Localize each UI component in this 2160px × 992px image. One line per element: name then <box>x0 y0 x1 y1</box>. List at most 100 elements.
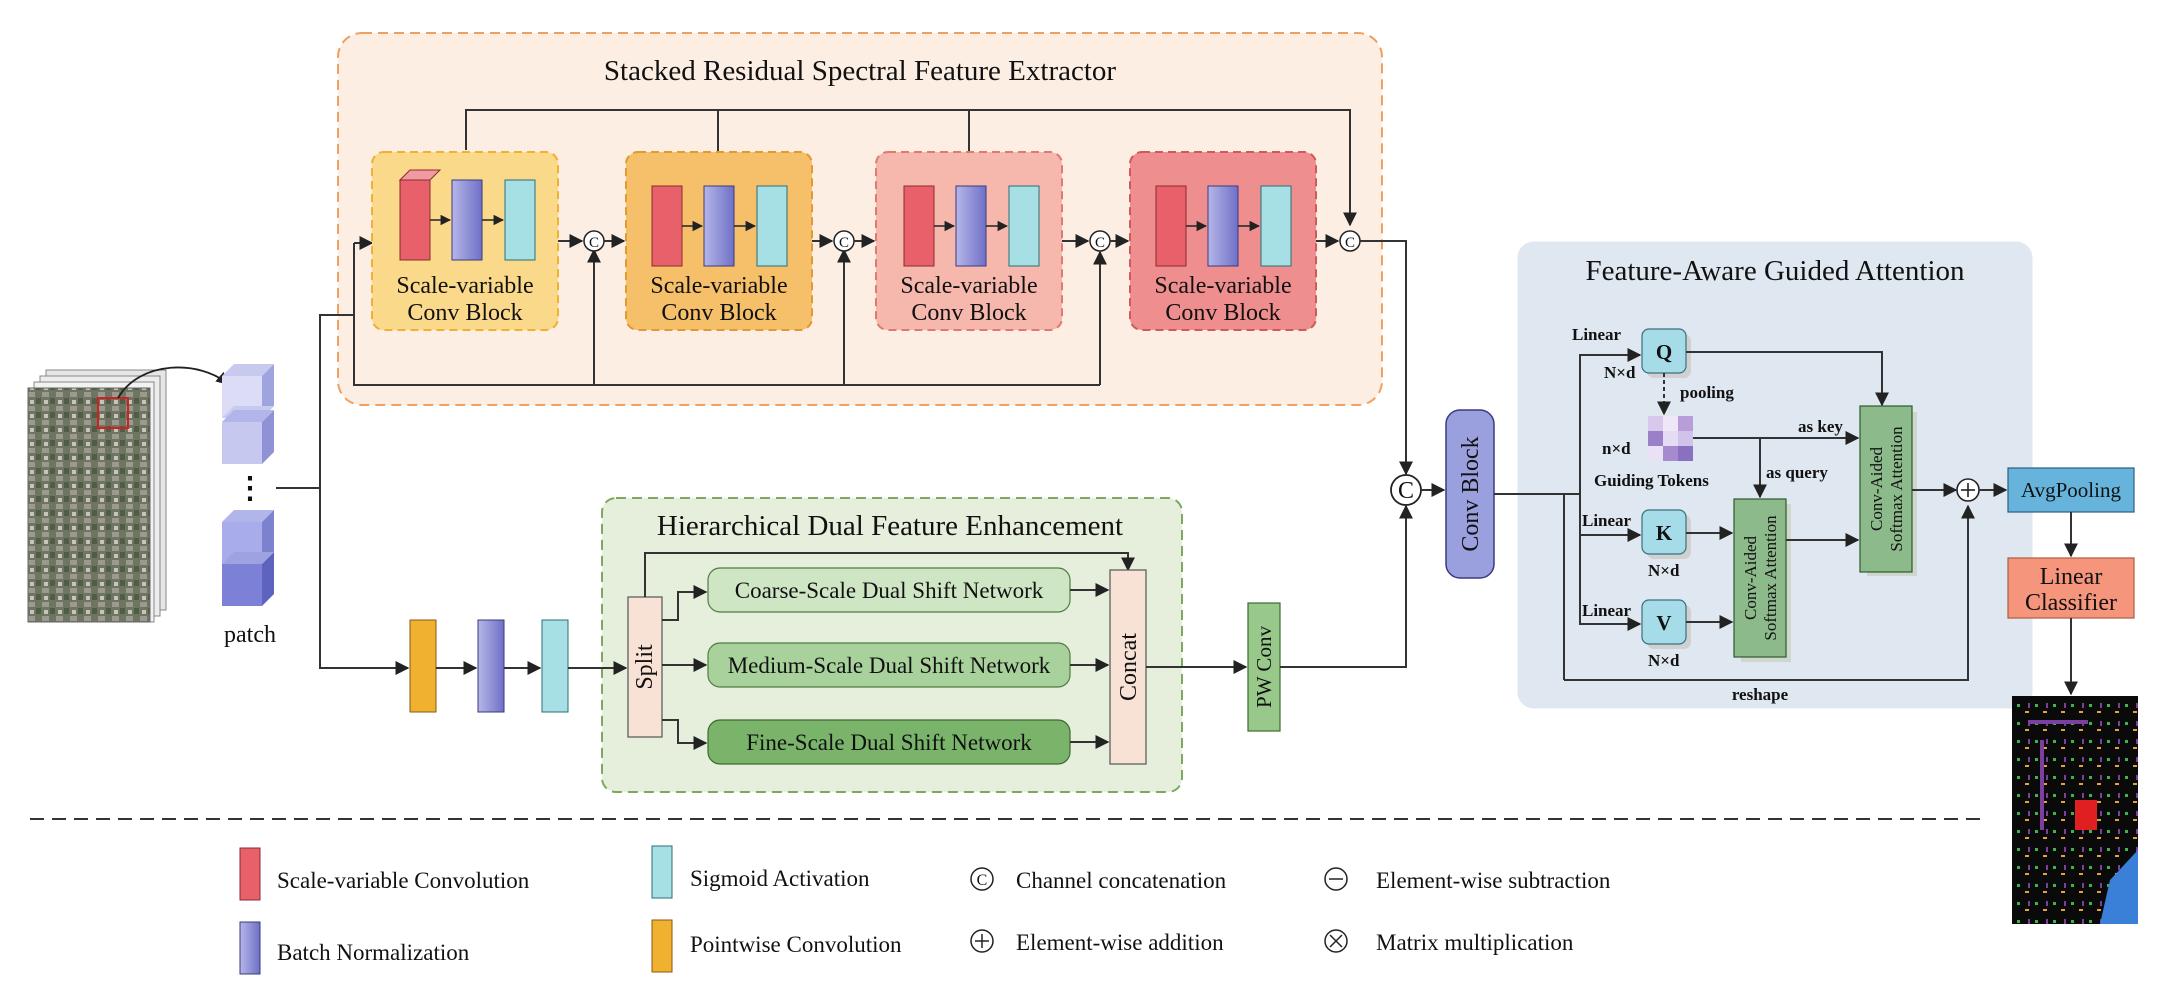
concat-symbol-2: C <box>833 230 855 252</box>
fine-scale-network: Fine-Scale Dual Shift Network <box>707 719 1071 765</box>
patch-extract-arrow <box>117 366 229 399</box>
scale-conv-layer <box>903 185 935 267</box>
guiding-dim-label: n×d <box>1602 439 1631 458</box>
legend-channel-concat: C Channel concatenation <box>970 867 1227 893</box>
patch-selector <box>97 397 129 429</box>
legend-matmul: Matrix multiplication <box>1324 929 1574 955</box>
coarse-scale-network: Coarse-Scale Dual Shift Network <box>707 567 1071 613</box>
q-token-box: Q <box>1641 328 1691 378</box>
fagua-title: Feature-Aware Guided Attention <box>1585 255 1965 287</box>
as-query-label: as query <box>1766 463 1828 482</box>
linear-classifier-block: Linear Classifier <box>2007 557 2135 619</box>
block1-label-line2: Conv Block <box>407 300 522 326</box>
srsfe-panel: Stacked Residual Spectral Feature Extrac… <box>337 32 1383 406</box>
srsfe-title: Stacked Residual Spectral Feature Extrac… <box>604 55 1116 87</box>
sigmoid-layer <box>1260 185 1292 267</box>
element-add-symbol <box>1956 478 1980 502</box>
svg-text:Sigmoid Activation: Sigmoid Activation <box>690 866 870 891</box>
concat-block: Concat <box>1109 569 1147 765</box>
block2-label-line1: Scale-variable <box>650 273 787 299</box>
svg-text:Coarse-Scale Dual Shift Networ: Coarse-Scale Dual Shift Network <box>735 578 1044 603</box>
input-image-stack <box>27 369 167 623</box>
conv-aided-attention-2: Conv-Aided Softmax Attention <box>1859 405 1917 576</box>
svg-text:Element-wise subtraction: Element-wise subtraction <box>1376 868 1611 893</box>
svg-text:Channel concatenation: Channel concatenation <box>1016 868 1227 893</box>
linear-label-q: Linear <box>1572 325 1622 344</box>
block3-label-line1: Scale-variable <box>900 273 1037 299</box>
svg-text:Conv Block: Conv Block <box>1458 436 1484 551</box>
scale-conv-layer <box>651 185 683 267</box>
hdfe-output-line <box>1280 504 1413 668</box>
hyperspectral-image <box>27 387 151 623</box>
patch-label: patch <box>224 622 276 648</box>
svg-text:C: C <box>977 872 988 889</box>
batch-norm-layer <box>1207 185 1239 267</box>
pointwise-conv-layer <box>409 619 437 713</box>
block2-label-line2: Conv Block <box>661 300 776 326</box>
avgpooling-block: AvgPooling <box>2007 467 2135 513</box>
sigmoid-layer <box>541 619 569 713</box>
concat-symbol-3: C <box>1089 230 1111 252</box>
batch-norm-layer <box>955 185 987 267</box>
pw-conv-block: PW Conv <box>1247 602 1281 732</box>
sigmoid-layer <box>1008 185 1040 267</box>
guiding-tokens-grid <box>1648 416 1693 461</box>
scale-conv-block-1: Scale-variable Conv Block <box>371 151 559 331</box>
residual-reshape-line <box>1564 504 1975 681</box>
guiding-tokens-label: Guiding Tokens <box>1594 471 1709 490</box>
sigmoid-layer <box>504 179 536 261</box>
v-token-box: V <box>1641 599 1691 649</box>
k-dim-label: N×d <box>1648 561 1680 580</box>
svg-text:C: C <box>1398 478 1414 504</box>
svg-text:Linear: Linear <box>2040 564 2103 590</box>
scale-conv-layer <box>399 179 431 261</box>
conv-aided-attention-1: Conv-Aided Softmax Attention <box>1733 498 1791 662</box>
block1-layers <box>398 169 536 261</box>
block3-label-line2: Conv Block <box>911 300 1026 326</box>
svg-text:C: C <box>1345 235 1355 251</box>
top-skip-bus <box>465 109 1357 227</box>
legend-pointwise: Pointwise Convolution <box>651 919 902 973</box>
reshape-label: reshape <box>1732 685 1789 704</box>
svg-text:C: C <box>839 235 849 251</box>
svg-text:V: V <box>1656 611 1671 635</box>
svg-text:C: C <box>1095 235 1105 251</box>
split-skip-line <box>644 552 1135 597</box>
batch-norm-layer <box>477 619 505 713</box>
legend: Scale-variable Convolution Batch Normali… <box>239 845 1611 975</box>
conv-block: Conv Block <box>1445 409 1495 579</box>
svg-text:Conv-Aided: Conv-Aided <box>1741 535 1760 620</box>
svg-text:AvgPooling: AvgPooling <box>2021 478 2121 502</box>
svg-text:K: K <box>1656 521 1673 545</box>
svg-text:Q: Q <box>1656 340 1672 364</box>
svg-text:Scale-variable Convolution: Scale-variable Convolution <box>277 868 530 893</box>
svg-text:Classifier: Classifier <box>2025 590 2117 616</box>
svg-text:C: C <box>589 235 599 251</box>
split-block: Split <box>627 596 663 738</box>
block1-label-line1: Scale-variable <box>396 273 533 299</box>
svg-text:Pointwise Convolution: Pointwise Convolution <box>690 932 902 957</box>
svg-text:Concat: Concat <box>1116 633 1142 701</box>
legend-scale-conv: Scale-variable Convolution <box>239 847 530 901</box>
linear-label-v: Linear <box>1582 601 1632 620</box>
svg-text:Matrix multiplication: Matrix multiplication <box>1376 930 1574 955</box>
hdfe-pre-layers <box>409 619 628 713</box>
v-dim-label: N×d <box>1648 651 1680 670</box>
medium-scale-network: Medium-Scale Dual Shift Network <box>707 642 1071 688</box>
svg-text:Split: Split <box>632 644 658 690</box>
scale-conv-block-2: Scale-variable Conv Block <box>625 151 813 331</box>
as-key-label: as key <box>1798 417 1843 436</box>
k-token-box: K <box>1641 509 1691 559</box>
srsfe-output-line <box>1360 240 1413 476</box>
batch-norm-layer <box>451 179 483 261</box>
svg-text:Element-wise addition: Element-wise addition <box>1016 930 1224 955</box>
concat-symbol-4: C <box>1339 230 1361 252</box>
batch-norm-layer <box>703 185 735 267</box>
svg-text:Softmax Attention: Softmax Attention <box>1761 515 1780 641</box>
legend-batch-norm: Batch Normalization <box>239 921 470 975</box>
legend-elem-sub: Element-wise subtraction <box>1324 867 1611 893</box>
to-srsfe-line <box>319 243 355 488</box>
patch-cubes: ⋮ patch <box>222 364 276 648</box>
legend-sigmoid: Sigmoid Activation <box>651 845 870 899</box>
